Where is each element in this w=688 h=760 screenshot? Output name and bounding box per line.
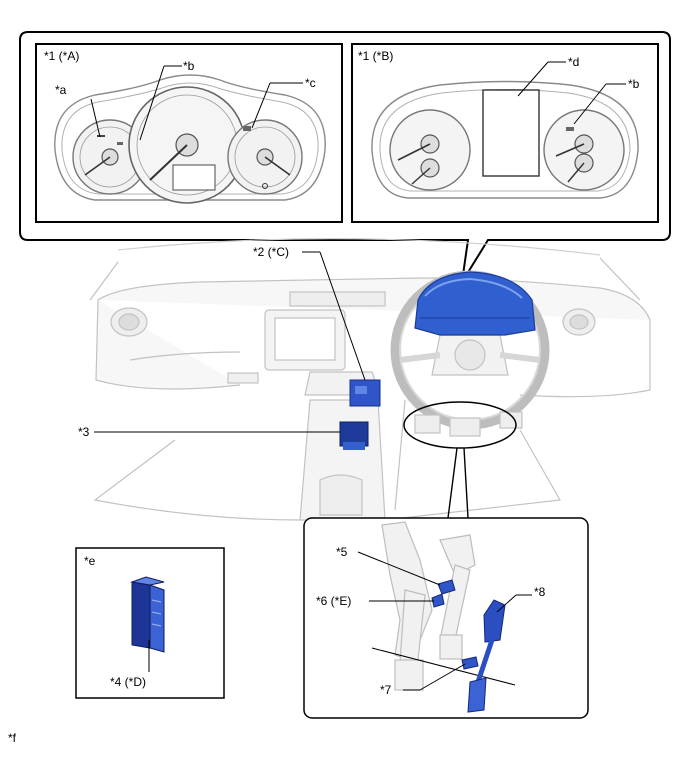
label-2c: *2 (*C): [253, 245, 289, 259]
part-4-detail-box: *e *4 (*D): [75, 547, 225, 699]
label-6e: *6 (*E): [316, 594, 351, 608]
label-e: *e: [84, 554, 96, 568]
part-3-module: *3: [78, 421, 369, 450]
part-2-module: *2 (*C): [253, 245, 381, 407]
label-7: *7: [380, 683, 392, 697]
label-5: *5: [336, 545, 348, 559]
label-4d: *4 (*D): [110, 675, 146, 689]
pedal-area-highlight: [403, 401, 517, 519]
vehicle-interior: [89, 238, 651, 521]
label-8: *8: [534, 585, 546, 599]
pedal-detail-box: *5 *6 (*E) *7 *8: [303, 517, 589, 719]
combination-meter-part: [414, 271, 536, 336]
label-b-left: *b: [183, 59, 195, 73]
label-1b: *1 (*B): [358, 49, 393, 63]
label-d: *d: [568, 55, 579, 69]
label-c: *c: [305, 76, 316, 90]
meter-panel-b: *1 (*B) *d *b: [351, 43, 659, 223]
label-a: *a: [55, 83, 67, 97]
label-1a: *1 (*A): [44, 49, 79, 63]
label-b-right: *b: [628, 77, 640, 91]
meter-panel-a: *1 (*A) *a *b *c: [35, 43, 343, 223]
label-3: *3: [78, 425, 90, 439]
multi-information-display: [482, 89, 540, 177]
label-f: *f: [8, 731, 17, 745]
